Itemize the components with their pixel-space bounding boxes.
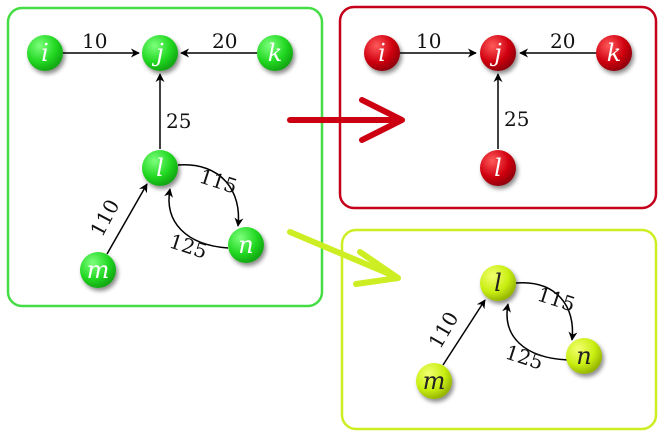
edge-n-l xyxy=(164,188,229,249)
svg-text:m: m xyxy=(87,256,110,284)
edge-label-i-j-red: 10 xyxy=(416,29,441,53)
node-m: m xyxy=(80,252,116,288)
graph-yellow: 115 125 110 l m n xyxy=(416,265,602,399)
node-l-yellow: l xyxy=(480,265,516,301)
edge-label-n-l: 125 xyxy=(166,229,210,264)
node-i-red: i xyxy=(364,35,400,71)
frame-full-graph xyxy=(6,6,324,308)
node-k-red: k xyxy=(596,35,632,71)
svg-text:l: l xyxy=(156,154,164,182)
edge-label-l-j: 25 xyxy=(166,109,191,133)
node-j-red: j xyxy=(480,35,516,71)
node-l: l xyxy=(142,150,178,186)
node-l-red: l xyxy=(480,150,516,186)
arrow-to-yellow-subgraph xyxy=(287,229,401,287)
node-k: k xyxy=(257,35,293,71)
frame-yellow-subgraph xyxy=(340,228,658,431)
svg-text:k: k xyxy=(268,39,283,67)
svg-text:l: l xyxy=(494,154,502,182)
edge-label-i-j: 10 xyxy=(82,29,107,53)
edge-label-l-n-yellow: 115 xyxy=(534,282,578,317)
node-m-yellow: m xyxy=(416,363,452,399)
edge-l-n-yellow xyxy=(515,282,578,341)
edge-label-m-l-yellow: 110 xyxy=(424,307,464,352)
svg-text:l: l xyxy=(494,269,502,297)
svg-text:i: i xyxy=(41,39,49,67)
node-n: n xyxy=(228,227,264,263)
edge-l-n xyxy=(177,164,244,227)
arrow-to-red-subgraph xyxy=(287,97,405,143)
svg-text:n: n xyxy=(576,342,591,370)
svg-text:m: m xyxy=(423,367,446,395)
edge-label-n-l-yellow: 125 xyxy=(502,340,546,375)
graph-full: 10 20 25 115 125 110 i j k l m xyxy=(27,29,293,288)
edge-label-k-j-red: 20 xyxy=(550,29,575,53)
frame-red-subgraph xyxy=(338,5,658,210)
svg-text:k: k xyxy=(607,39,622,67)
edge-n-l-yellow xyxy=(502,303,569,361)
edge-m-l-yellow xyxy=(442,299,486,366)
graph-red: 10 20 25 i j k l xyxy=(364,29,632,186)
node-n-yellow: n xyxy=(566,338,602,374)
svg-text:i: i xyxy=(378,39,386,67)
edge-label-l-j-red: 25 xyxy=(504,107,529,131)
edge-label-l-n: 115 xyxy=(196,164,240,199)
edge-label-k-j: 20 xyxy=(212,29,237,53)
svg-text:n: n xyxy=(238,231,253,259)
node-j: j xyxy=(142,35,178,71)
edge-m-l xyxy=(106,183,148,255)
node-i: i xyxy=(27,35,63,71)
